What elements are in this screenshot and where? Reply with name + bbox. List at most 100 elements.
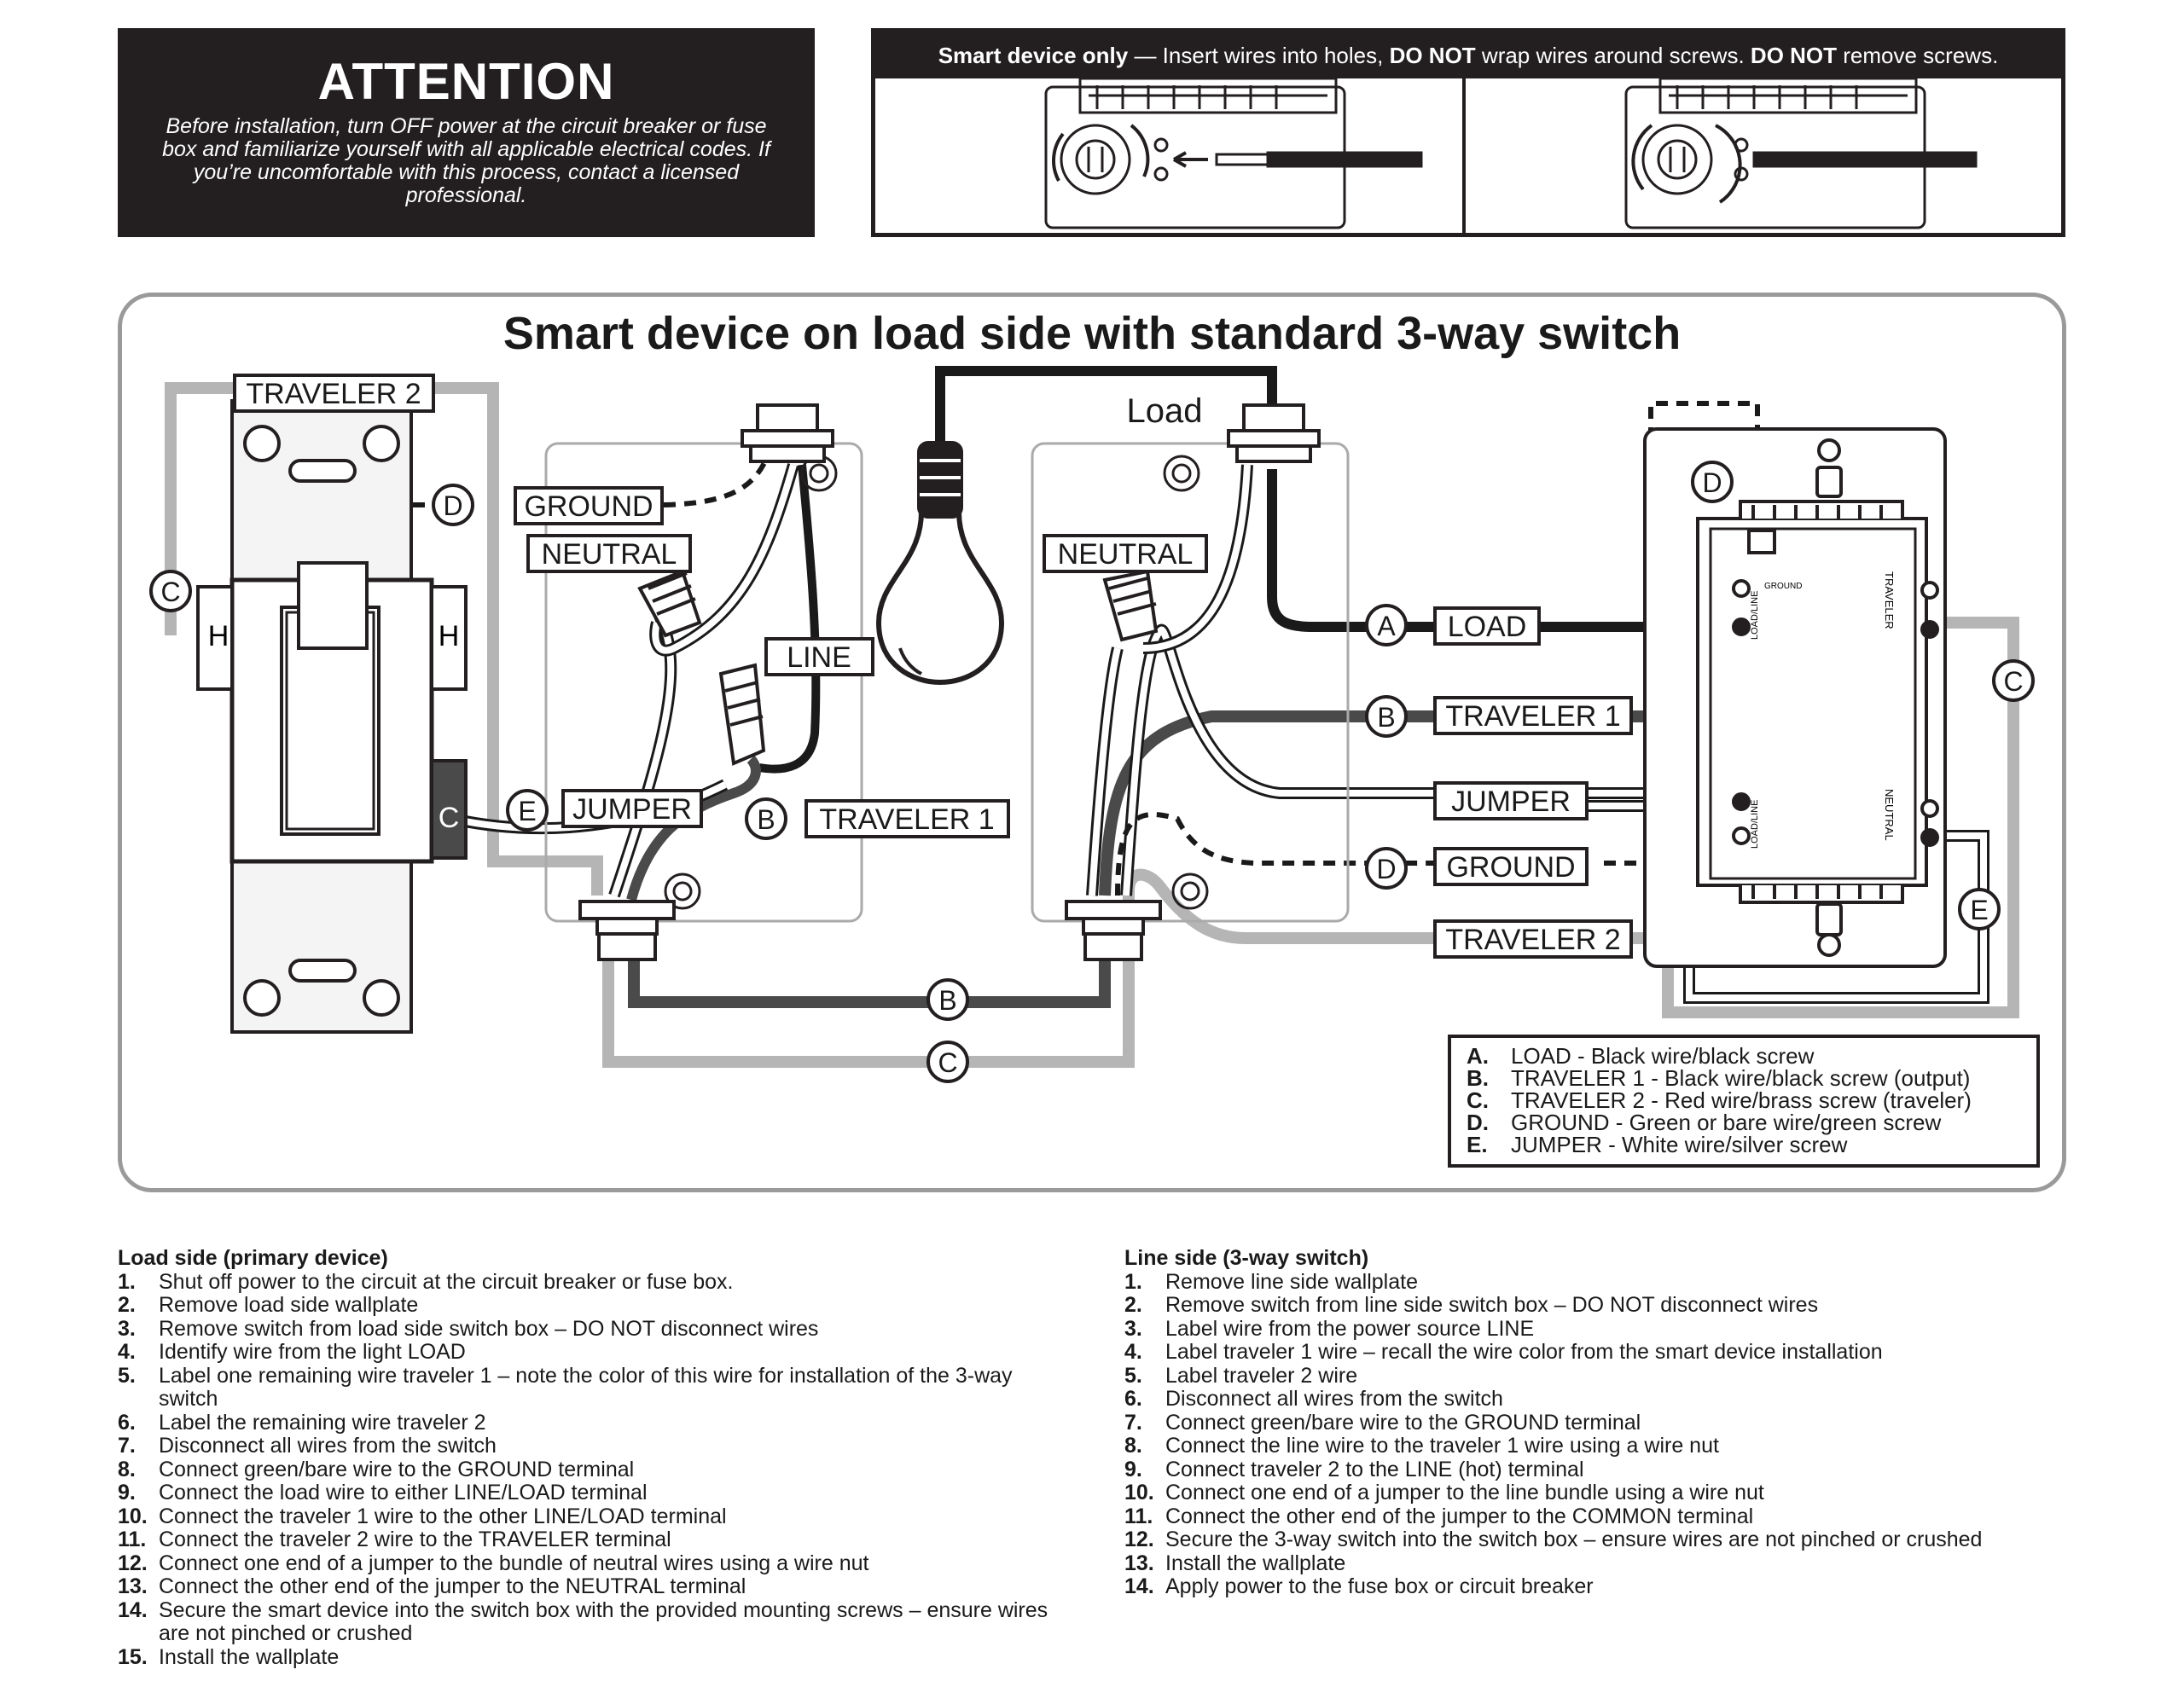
step-number: 10. xyxy=(1124,1481,1154,1504)
diagram-frame xyxy=(118,293,2066,1192)
instruction-step: 12. Connect one end of a jumper to the bu… xyxy=(118,1551,1065,1576)
step-text: Connect the traveler 1 wire to the other… xyxy=(159,1504,727,1528)
marker-b-bottom: B xyxy=(938,985,956,1016)
label-box-ground-left xyxy=(514,486,664,525)
instruction-step: 7.Connect green/bare wire to the GROUND … xyxy=(1124,1410,2131,1435)
marker-letters: C D E B B C A B D D C E xyxy=(160,467,2023,1078)
label-traveler1-right: TRAVELER 1 xyxy=(1445,700,1620,733)
attention-body: Before installation, turn OFF power at t… xyxy=(162,114,770,207)
step-text: Connect one end of a jumper to the bundl… xyxy=(159,1551,869,1575)
step-text: Secure the 3-way switch into the switch … xyxy=(1165,1528,1983,1551)
instruction-step: 7.Disconnect all wires from the switch xyxy=(118,1434,1065,1458)
instruction-step: 13.Connect the other end of the jumper t… xyxy=(118,1574,1065,1599)
instruction-step: 4. Identify wire from the light LOAD xyxy=(118,1340,1065,1365)
smart-device xyxy=(1643,427,1947,968)
wire-labels xyxy=(233,374,1633,959)
step-number: 12. xyxy=(118,1551,148,1575)
step-text: Connect one end of a jumper to the line … xyxy=(1165,1481,1764,1504)
marker-c-right: C xyxy=(2003,666,2023,697)
cable-clamps xyxy=(578,403,1321,961)
step-text: Remove switch from line side switch box … xyxy=(1165,1293,1819,1317)
marker-c-bottom: C xyxy=(938,1047,957,1078)
label-neutral-left: NEUTRAL xyxy=(542,538,677,571)
label-box-traveler2-right xyxy=(1433,919,1633,959)
neutral-wire-right-b xyxy=(1142,464,1251,652)
label-box-jumper-left xyxy=(561,789,703,828)
step-number: 15. xyxy=(118,1644,148,1669)
step-number: 4. xyxy=(118,1340,136,1364)
label-load: LOAD xyxy=(1448,611,1527,643)
step-number: 1. xyxy=(118,1269,136,1294)
instruction-step: 3. Label wire from the power source LINE xyxy=(1124,1316,2131,1342)
marker-e-right: E xyxy=(1970,895,1988,925)
instruction-step: 1.Remove line side wallplate xyxy=(1124,1270,2131,1295)
step-text: Install the wallplate xyxy=(1165,1551,1346,1575)
legend-row: B.TRAVELER 1 - Black wire/black screw (o… xyxy=(1467,1067,2021,1089)
step-text: Label traveler 2 wire xyxy=(1165,1363,1358,1388)
step-number: 2. xyxy=(118,1293,136,1317)
step-text: Label wire from the power source LINE xyxy=(1165,1316,1535,1341)
marker-b-right: B xyxy=(1377,702,1395,733)
instruction-step: 5.Label one remaining wire traveler 1 – … xyxy=(118,1363,1065,1412)
legend-row: E.JUMPER - White wire/silver screw xyxy=(1467,1133,2021,1156)
step-number: 9. xyxy=(118,1481,136,1504)
step-number: 5. xyxy=(1124,1363,1142,1388)
legend-key: B. xyxy=(1467,1065,1489,1091)
wire-label-texts: TRAVELER 2 GROUND NEUTRAL LINE JUMPER TR… xyxy=(246,378,1620,956)
step-text: Identify wire from the light LOAD xyxy=(159,1340,466,1364)
step-text: Shut off power to the circuit at the cir… xyxy=(159,1269,734,1294)
wire-insertion-illustrations xyxy=(1044,78,1978,233)
legend-row: C.TRAVELER 2 - Red wire/brass screw (tra… xyxy=(1467,1089,2021,1111)
step-text: Connect the traveler 2 wire to the TRAVE… xyxy=(159,1528,671,1551)
marker-d-device: D xyxy=(1702,467,1722,498)
instruction-step: 6.Label the remaining wire traveler 2 xyxy=(118,1410,1065,1435)
step-number: 3. xyxy=(118,1316,136,1341)
legend-key: E. xyxy=(1467,1132,1488,1157)
label-traveler1-left: TRAVELER 1 xyxy=(819,803,994,836)
device-neutral-label: NEUTRAL xyxy=(1883,789,1896,841)
step-number: 6. xyxy=(118,1410,136,1435)
switch-h-right: H xyxy=(439,620,460,652)
step-number: 3. xyxy=(1124,1316,1142,1341)
line-side-heading: Line side (3-way switch) xyxy=(1124,1246,1369,1270)
step-number: 14. xyxy=(118,1597,148,1622)
instruction-step: 9.Connect traveler 2 to the LINE (hot) t… xyxy=(1124,1458,2131,1482)
marker-e-left: E xyxy=(518,796,536,826)
note-mid: wrap wires around screws. xyxy=(1475,43,1751,68)
neutral-wire-left-b xyxy=(652,463,797,654)
label-jumper-right: JUMPER xyxy=(1451,786,1571,818)
right-junction-box xyxy=(1031,442,1350,923)
step-text: Disconnect all wires from the switch xyxy=(159,1434,497,1458)
instruction-step: 3.Remove switch from load side switch bo… xyxy=(118,1316,1065,1342)
load-side-steps: 1. Shut off power to the circuit at the c… xyxy=(118,1269,1065,1670)
wire-markers xyxy=(149,461,2035,1083)
traveler-2-wire-left xyxy=(165,382,603,896)
step-number: 7. xyxy=(1124,1410,1142,1435)
instruction-step: 5. Label traveler 2 wire xyxy=(1124,1363,2131,1388)
smart-device-note-box: Smart device only — Insert wires into ho… xyxy=(871,28,2065,237)
step-number: 11. xyxy=(118,1528,147,1551)
label-traveler2-top: TRAVELER 2 xyxy=(246,378,421,410)
instruction-step: 8.Connect the line wire to the traveler … xyxy=(1124,1434,2131,1458)
light-bulb-icon xyxy=(875,441,1005,686)
instruction-step: 1. Shut off power to the circuit at the c… xyxy=(118,1269,1065,1295)
note-dash: — Insert wires into holes, xyxy=(1128,43,1390,68)
label-box-traveler1-left xyxy=(804,799,1010,838)
device-traveler-label: TRAVELER xyxy=(1883,571,1896,629)
legend-text: GROUND - Green or bare wire/green screw xyxy=(1511,1110,1942,1135)
label-box-jumper-right xyxy=(1433,781,1589,820)
device-loadline-bottom-label: LOAD/LINE xyxy=(1750,800,1760,849)
instruction-step: 12.Secure the 3-way switch into the swit… xyxy=(1124,1528,2131,1552)
note-tail: remove screws. xyxy=(1837,43,1999,68)
legend-key: D. xyxy=(1467,1110,1489,1135)
ground-dash-left-b xyxy=(663,443,775,507)
label-ground-left: GROUND xyxy=(524,490,653,523)
insert-wire-illustration xyxy=(1044,78,1423,229)
wire-nuts xyxy=(637,569,1159,766)
instruction-step: 4.Label traveler 1 wire – recall the wir… xyxy=(1124,1340,2131,1365)
instruction-step: 10. Connect one end of a jumper to the li… xyxy=(1124,1481,2131,1505)
step-number: 8. xyxy=(1124,1434,1142,1458)
step-number: 5. xyxy=(118,1363,136,1388)
instruction-step: 10.Connect the traveler 1 wire to the ot… xyxy=(118,1504,1065,1529)
